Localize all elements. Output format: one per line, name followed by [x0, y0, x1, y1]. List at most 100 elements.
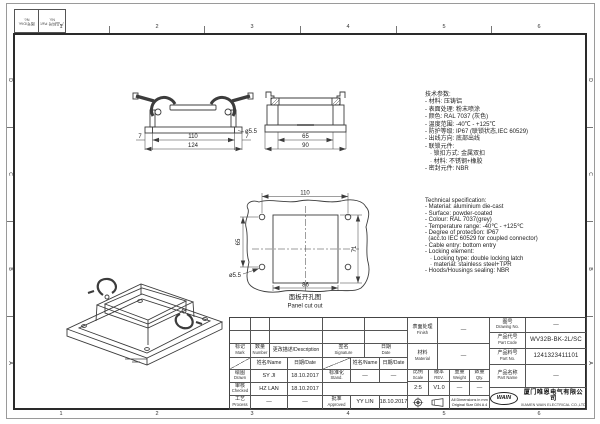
isometric-view	[65, 277, 224, 366]
rev-row-cell	[365, 318, 408, 331]
rev-label: 版本 REV.	[429, 370, 450, 382]
spec-zh-line: - 颜色: RAL 7037 (灰色)	[425, 114, 489, 121]
zone-col-bottom-1: 1	[59, 411, 63, 417]
rev-row-cell	[251, 331, 270, 344]
first-angle-projection-icon	[412, 397, 443, 408]
standard-label: 标准化 Stand.	[323, 370, 351, 383]
dim-label: ø5.5	[245, 129, 258, 135]
rev-row-cell	[270, 331, 323, 344]
company-cell: WAIN 厦门唯恩电气有限公司 XIAMEN WAIN ELECTRICAL C…	[490, 388, 586, 409]
drawn-label: 绘图 Drawn	[230, 370, 251, 383]
zone-col-bottom-5: 5	[442, 411, 446, 417]
process-name: —	[251, 396, 288, 409]
panel-cutout-caption-zh: 面板开孔图	[289, 292, 322, 301]
dim-label: 90	[302, 143, 309, 149]
wain-logo: WAIN	[490, 392, 518, 405]
spec-en-line: · material: stainless steel+TPR	[425, 262, 512, 269]
rev-header-description: 更改描述/Description	[270, 344, 323, 358]
part-no-label: 产品料号 Part No.	[490, 349, 526, 365]
dim-label: 7	[138, 134, 142, 140]
rev-row-cell	[323, 318, 365, 331]
spec-en-line: - Hoods/Housings sealing: NBR	[425, 268, 510, 275]
spec-zh-line: · 锁扣方式: 金属双扣	[425, 151, 486, 158]
dim-label: 86	[302, 283, 309, 289]
weight-value: —	[450, 382, 470, 396]
zone-tick	[396, 26, 397, 33]
finish-value: —	[438, 318, 490, 344]
spec-en-line: - Cable entry: bottom entry	[425, 242, 497, 249]
drawn-name: SY JI	[251, 370, 288, 383]
spec-zh-line: - 表面处理: 粉末喷涂	[425, 106, 480, 113]
zone-col-bottom-4: 4	[346, 411, 350, 417]
zone-tick	[109, 26, 110, 33]
rev-value: V1.0	[429, 382, 450, 396]
zone-tick	[7, 316, 13, 317]
finish-label: 表面处理 Finish	[408, 318, 438, 344]
zone-col-bottom-2: 2	[155, 411, 159, 417]
subheader-date-right: 日期/Date	[380, 358, 408, 370]
spec-zh-line: - 防护等级: IP67 (联锁状态,IEC 60529)	[425, 129, 529, 136]
front-view: 110 124 7 7 ø5.5	[132, 92, 258, 152]
checked-name: HZ LAN	[251, 383, 288, 396]
subheader-name-right: 姓名/Name	[351, 358, 380, 370]
spec-en-line: - Degree of protection: IP67	[425, 230, 499, 237]
zone-tick	[7, 221, 13, 222]
approved-label: 批准 Approved	[323, 396, 351, 409]
dim-label: 110	[300, 191, 310, 197]
part-code-value: WV32B-BK-2L/SC	[526, 333, 586, 349]
zone-tick	[587, 221, 593, 222]
material-label: 材料 Material	[408, 344, 438, 370]
rev-row-cell	[365, 331, 408, 344]
zone-tick	[204, 26, 205, 33]
rev-row-cell	[270, 318, 323, 331]
spec-zh-line: · 材料: 不锈钢+橡胶	[425, 158, 483, 165]
standard-date: —	[380, 370, 408, 383]
outer-border	[6, 3, 595, 419]
spec-en-line: - Colour: RAL 7037(grey)	[425, 217, 492, 224]
part-name-value: —	[526, 365, 586, 388]
tech-spec-zh: 技术参数: - 材料: 压铸铝 - 表面处理: 粉末喷涂 - 颜色: RAL 7…	[425, 92, 528, 173]
dim-label: 7	[245, 134, 249, 140]
spec-zh-line: - 材料: 压铸铝	[425, 99, 462, 106]
zone-tick	[300, 26, 301, 33]
rev-row-cell	[230, 318, 251, 331]
rev-row-cell	[230, 331, 251, 344]
subheader-name-left: 姓名/Name	[251, 358, 288, 370]
zone-col-top-3: 3	[250, 24, 254, 30]
dimension-note: All Dimensions in mm Original Size DIN A…	[450, 396, 490, 409]
rev-header-number: 数量 Number	[251, 344, 270, 358]
dim-label: 124	[188, 143, 199, 149]
zone-tick	[587, 316, 593, 317]
diagonal-cell	[230, 358, 251, 370]
weight-label: 重量 Weight	[450, 370, 470, 382]
standard-name: —	[351, 370, 380, 383]
checked-date: 18.10.2017	[288, 383, 323, 396]
company-name-zh: 厦门唯恩电气有限公司	[523, 388, 584, 403]
side-view: 65 90	[264, 91, 347, 152]
zone-col-top-1: 1	[59, 24, 63, 30]
dim-label: 65	[302, 134, 309, 140]
panel-cutout-view: 110 65 71 86 ø5.5 面板开孔图 Panel cut out	[229, 191, 370, 310]
company-names: 厦门唯恩电气有限公司 XIAMEN WAIN ELECTRICAL CO.,LT…	[521, 388, 586, 408]
drawing-no-value: —	[526, 318, 586, 333]
part-code-label: 产品代号 Part Code	[490, 333, 526, 349]
checked-empty	[323, 383, 408, 396]
zone-col-top-4: 4	[346, 24, 350, 30]
zone-col-top-6: 6	[537, 24, 541, 30]
spec-zh-line: 技术参数:	[425, 92, 451, 98]
rev-header-signature: 签名 Signature	[323, 344, 365, 358]
drawing-no-label: 图号 Drawing No.	[490, 318, 526, 333]
zone-col-top-2: 2	[155, 24, 159, 30]
spec-zh-line: - 温度范围: -40℃ - +125℃	[425, 121, 496, 128]
spec-zh-line: - 出线方向: 底部出线	[425, 136, 480, 143]
rev-row-cell	[251, 318, 270, 331]
tech-spec-en: Technical specification: - Material: alu…	[425, 198, 538, 275]
spec-en-line: (acc.to IEC 60529 for coupled connector)	[425, 236, 538, 243]
part-no-value: 1241323411101	[526, 349, 586, 365]
spec-en-line: - Temperature range: -40℃ - +125℃	[425, 223, 524, 230]
material-value: —	[438, 344, 490, 370]
zone-col-top-5: 5	[442, 24, 446, 30]
zone-col-bottom-6: 6	[537, 411, 541, 417]
process-label: 工艺 Process	[230, 396, 251, 409]
